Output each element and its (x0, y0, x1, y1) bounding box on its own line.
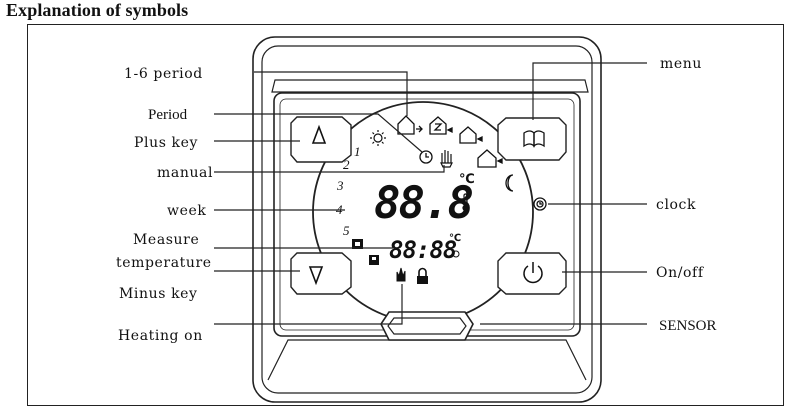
label-minus-key: Minus key (119, 286, 198, 302)
clock-icon (533, 197, 547, 211)
power-button[interactable] (497, 252, 567, 295)
label-manual: manual (157, 165, 213, 181)
label-menu: menu (660, 56, 702, 72)
moon-icon (505, 174, 514, 192)
label-1-6-period: 1-6 period (124, 66, 203, 82)
house-home-icon (477, 149, 503, 168)
book-icon (523, 130, 545, 148)
period-clock-icon (419, 150, 433, 164)
main-temperature-unit: ℃ (459, 172, 475, 187)
house-sleep-icon (429, 116, 453, 135)
thermostat-body (252, 36, 602, 403)
day-number-3: 3 (336, 178, 344, 193)
flame-icon (396, 267, 406, 282)
sun-icon (370, 130, 386, 146)
plus-key-button[interactable] (290, 116, 352, 163)
time-unit: ℃ (449, 233, 461, 244)
heading: Explanation of symbols (6, 0, 189, 20)
hand-icon (440, 150, 453, 168)
house-leave-icon (397, 115, 423, 135)
main-temperature: 88.8 (374, 178, 472, 229)
thermometer-icon (462, 193, 469, 212)
leader-lines (214, 62, 647, 325)
label-temperature: temperature (116, 255, 212, 271)
label-week: week (167, 203, 206, 219)
power-icon (523, 262, 543, 284)
label-on-off: On/off (656, 265, 705, 281)
sensor-slot (380, 311, 474, 341)
label-clock: clock (656, 197, 696, 213)
diagram-frame (27, 24, 784, 406)
label-period: Period (148, 107, 188, 123)
label-sensor: SENSOR (659, 318, 717, 334)
triangle-up-icon (311, 124, 327, 144)
lock-icon (417, 267, 428, 284)
minus-key-button[interactable] (290, 252, 352, 295)
label-plus-key: Plus key (134, 135, 198, 151)
label-heating-on: Heating on (118, 328, 203, 344)
sensor-dot-icon (452, 250, 460, 258)
menu-button[interactable] (497, 117, 567, 161)
house-return-icon (459, 126, 483, 144)
label-measure: Measure (133, 232, 199, 248)
time-display: 88:88 (389, 236, 457, 264)
day-number-1: 1 (354, 144, 361, 159)
day-number-2: 2 (343, 157, 350, 172)
day-number-5: 5 (343, 223, 350, 238)
triangle-down-icon (308, 266, 324, 286)
